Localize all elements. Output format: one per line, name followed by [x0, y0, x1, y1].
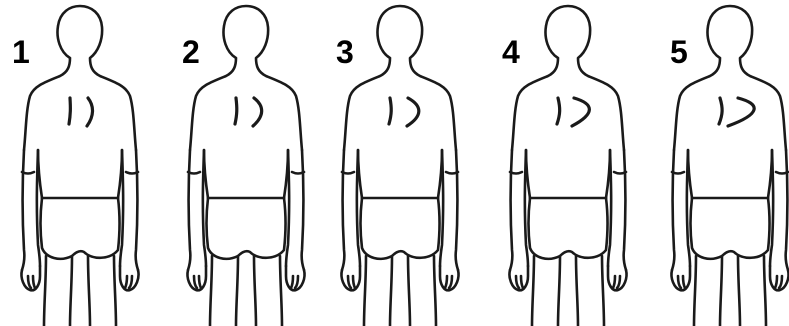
figure-panel-3: 3	[320, 0, 470, 326]
shorts-outline	[41, 198, 120, 259]
right-hand-outline	[286, 266, 305, 290]
shorts-outline	[361, 198, 440, 259]
right-arm-outline	[440, 150, 458, 270]
spine-mark-right	[407, 98, 419, 126]
head-outline	[344, 6, 456, 150]
figure-panel-1: 1	[0, 0, 150, 326]
shorts-outline	[207, 198, 286, 259]
right-hand-outline	[608, 266, 627, 290]
legs-outline	[532, 256, 604, 326]
head-outline	[190, 6, 302, 150]
legs-outline	[694, 256, 766, 326]
torso-sides	[204, 150, 288, 198]
spine-mark-left	[69, 98, 70, 124]
figure-number: 5	[670, 36, 688, 68]
left-arm-outline	[510, 150, 528, 270]
left-arm-outline	[188, 150, 206, 270]
spine-mark-right	[728, 98, 754, 126]
left-hand-outline	[21, 266, 40, 290]
left-hand-outline	[187, 266, 206, 290]
spine-mark-left	[235, 98, 237, 124]
figure-panel-4: 4	[488, 0, 638, 326]
right-arm-outline	[286, 150, 304, 270]
right-arm-outline	[608, 150, 626, 270]
torso-sides	[358, 150, 442, 198]
spine-mark-right	[253, 98, 262, 126]
left-arm-outline	[672, 150, 690, 270]
legs-outline	[210, 256, 282, 326]
spine-mark-left	[719, 98, 722, 124]
torso-sides	[38, 150, 122, 198]
shorts-outline	[691, 198, 770, 259]
figure-number: 4	[502, 36, 520, 68]
torso-sides	[688, 150, 772, 198]
legs-outline	[44, 256, 116, 326]
figure-panel-5: 5	[650, 0, 789, 326]
legs-outline	[364, 256, 436, 326]
left-arm-outline	[22, 150, 40, 270]
spine-mark-right	[87, 98, 93, 126]
head-outline	[674, 6, 786, 150]
figure-number: 3	[336, 36, 354, 68]
right-hand-outline	[120, 266, 139, 290]
right-hand-outline	[770, 266, 789, 290]
right-arm-outline	[120, 150, 138, 270]
spine-mark-right	[572, 98, 589, 126]
spine-mark-left	[557, 98, 560, 124]
figure-panel-2: 2	[166, 0, 316, 326]
left-hand-outline	[509, 266, 528, 290]
spine-mark-left	[389, 98, 391, 124]
left-arm-outline	[342, 150, 360, 270]
left-hand-outline	[341, 266, 360, 290]
head-outline	[512, 6, 624, 150]
shorts-outline	[529, 198, 608, 259]
figure-number: 1	[12, 36, 30, 68]
head-outline	[24, 6, 136, 150]
figure-number: 2	[182, 36, 200, 68]
torso-sides	[526, 150, 610, 198]
left-hand-outline	[671, 266, 690, 290]
right-arm-outline	[770, 150, 788, 270]
right-hand-outline	[440, 266, 459, 290]
